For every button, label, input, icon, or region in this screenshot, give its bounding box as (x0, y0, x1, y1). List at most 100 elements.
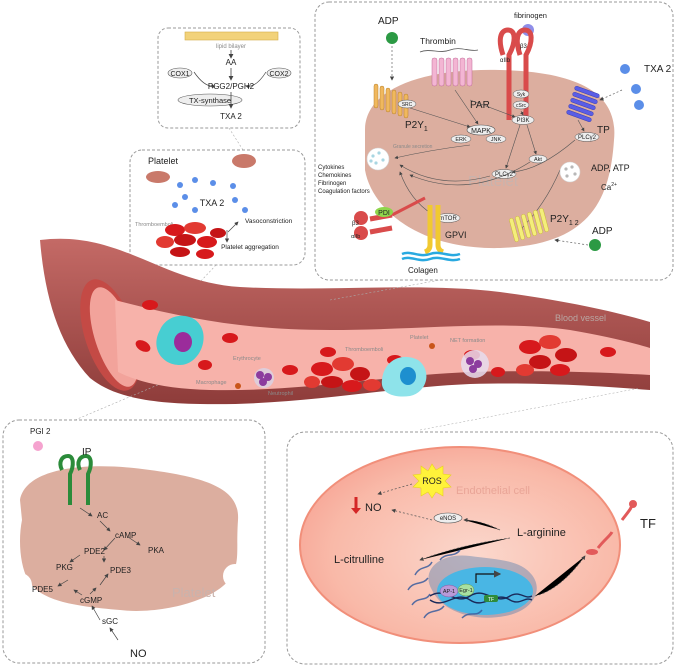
platelet-top-shape (232, 154, 256, 168)
blood-vessel-label: Blood vessel (555, 313, 606, 323)
granule-vesicle (366, 147, 390, 171)
thromboemboli-mid-cluster (156, 222, 226, 259)
ros-label: ROS (422, 476, 442, 486)
p2y12-label: P2Y1 2 (550, 214, 579, 227)
platelet-vessel-label: Platelet (410, 335, 429, 341)
fibrinogen-list-label: Fibrinogen (318, 181, 346, 187)
vessel-lumen (115, 300, 650, 391)
pka-label: PKA (148, 546, 165, 555)
plcy2-right-label: PLCγ2 (578, 135, 597, 141)
ca-label: Ca2+ (601, 182, 617, 192)
ip-receptor (58, 453, 93, 505)
alpha-low-label: αIIb (351, 234, 360, 240)
granule-secretion-label: Granule secretion (393, 144, 433, 150)
net-formation (461, 350, 489, 378)
tf-gene-box (484, 595, 498, 602)
no-bottom-label: NO (130, 648, 147, 660)
adp-atp-label: ADP, ATP (591, 163, 630, 173)
l-citrulline-label: L-citrulline (334, 554, 384, 566)
thrombin-shape (419, 48, 479, 53)
sgc-label: sGC (102, 617, 118, 626)
mapk-label: MAPK (471, 128, 491, 135)
endothelial-cell-label: Endothelial cell (456, 485, 530, 497)
transcription-arrow (475, 570, 502, 583)
txa2-panel: Platelet TXA 2 Thromboemboli Vasoconstri… (129, 149, 306, 266)
platelet-aggregation-label: Platelet aggregation (221, 244, 279, 251)
cox-panel: lipid bilayer AA COX1 COX2 PGG2/PGH2 TX-… (157, 27, 301, 129)
colagen-label: Colagen (408, 266, 438, 275)
egr1-factor (457, 583, 475, 597)
txa2-panel-frame (129, 149, 306, 266)
ac-label: AC (97, 511, 108, 520)
cox1-label: COX1 (170, 71, 189, 78)
aa-label: AA (226, 58, 237, 67)
neutrophil-label: Neutrophil (268, 391, 293, 397)
akt-label: Akt (534, 157, 542, 163)
adp-bottom-label: ADP (592, 226, 613, 237)
src-label: SRC (402, 102, 413, 108)
par-label: PAR (470, 100, 490, 111)
vasoconstriction-label: Vasoconstriction (245, 218, 293, 225)
jnk-label: JNK (491, 137, 502, 143)
pgi2-label: PGI 2 (30, 427, 51, 436)
p2y1-label: P2Y1 (405, 120, 428, 133)
tx-synthase-label: TX-synthase (189, 96, 231, 105)
pde2-label: PDE2 (84, 547, 105, 556)
no-right-label: NO (365, 502, 382, 514)
alpha-top-label: αIIb (500, 58, 511, 64)
cox2-label: COX2 (269, 71, 288, 78)
ros-star (412, 463, 452, 499)
platelet-left-body (20, 466, 239, 611)
platelet-body (365, 69, 615, 249)
adp-atp-vesicle (559, 161, 581, 183)
coag-factors-label: Coagulation factors (318, 189, 370, 195)
net-formation-label: NET formation (450, 338, 485, 344)
vessel-thromboemboli (304, 357, 381, 392)
tp-receptor (566, 85, 600, 123)
pdi-shape (375, 207, 393, 217)
endothelial-panel: Endothelial cell ROS NO eNOS L-arginine … (286, 431, 674, 665)
tf-gene-label: TF (488, 597, 494, 603)
egr1-label: Egr-1 (459, 588, 472, 594)
adp-top-label: ADP (378, 16, 399, 27)
pde3-label: PDE3 (110, 566, 131, 575)
macrophage-cell (156, 315, 204, 365)
erk-label: ERK (455, 137, 467, 143)
txa2-top-label: TXA 2 (220, 112, 242, 121)
platelet-left-label: Platelet (172, 585, 216, 600)
cytokines-label: Cytokines (318, 165, 344, 171)
beta-low-label: β3 (352, 221, 359, 227)
chemokines-label: Chemokines (318, 173, 351, 179)
pgi2-molecule (33, 441, 43, 451)
macrophage-label: Macrophage (196, 380, 227, 386)
txa2-mid-label: TXA 2 (200, 198, 225, 208)
activated-platelet-cell (381, 356, 427, 397)
collagen-fiber (401, 251, 461, 257)
tp-label: TP (597, 125, 610, 136)
adp-bottom-molecule (589, 239, 601, 251)
beta-top-label: β3 (520, 44, 527, 50)
pdi-label: PDI (378, 210, 390, 217)
enos-enzyme (433, 512, 463, 524)
tf-receptor (586, 500, 637, 555)
neutrophil-cell (254, 368, 274, 388)
integrin-low (354, 196, 426, 240)
gpvi-receptor (423, 205, 445, 255)
txa2-dots (172, 177, 248, 213)
cox2-enzyme (266, 67, 292, 79)
blood-vessel: Blood vessel Macrophage Erythrocyte Neut… (40, 238, 650, 405)
platelet-signaling-panel: Platelet ADP P2Y1 Thrombin PAR fibrinoge… (314, 1, 674, 281)
cox1-enzyme (167, 67, 193, 79)
txa2-right-dots (620, 64, 644, 110)
pgg2-pgh2-label: PGG2/PGH2 (208, 82, 255, 91)
txa2-right-label: TXA 2 (644, 64, 672, 75)
gpvi-label: GPVI (445, 230, 467, 240)
signal-arrows (394, 89, 585, 231)
cgmp-label: cGMP (80, 596, 102, 605)
fibrinogen-label: fibrinogen (514, 11, 547, 20)
pde5-label: PDE5 (32, 585, 53, 594)
nucleus (407, 549, 537, 619)
endothelial-cell-body (299, 446, 621, 644)
par-receptor (431, 57, 473, 87)
